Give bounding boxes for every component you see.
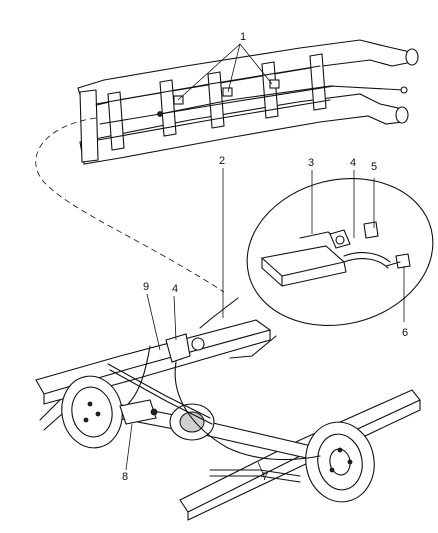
rear-axle-assembly xyxy=(35,297,421,521)
detail-pointer xyxy=(229,335,277,359)
callout-4-detail: 4 xyxy=(350,157,357,169)
callout-8: 8 xyxy=(122,471,129,483)
detail-view xyxy=(246,177,434,327)
callout-1: 1 xyxy=(240,31,247,43)
callout-7: 7 xyxy=(262,471,269,483)
frame-assembly xyxy=(77,39,419,165)
callout-3: 3 xyxy=(308,157,315,169)
callout-9: 9 xyxy=(143,281,150,293)
callout-2: 2 xyxy=(219,155,226,167)
leader-lines xyxy=(125,43,405,477)
callout-4-axle: 4 xyxy=(172,283,179,295)
callout-5: 5 xyxy=(371,161,378,173)
callout-6: 6 xyxy=(402,327,409,339)
